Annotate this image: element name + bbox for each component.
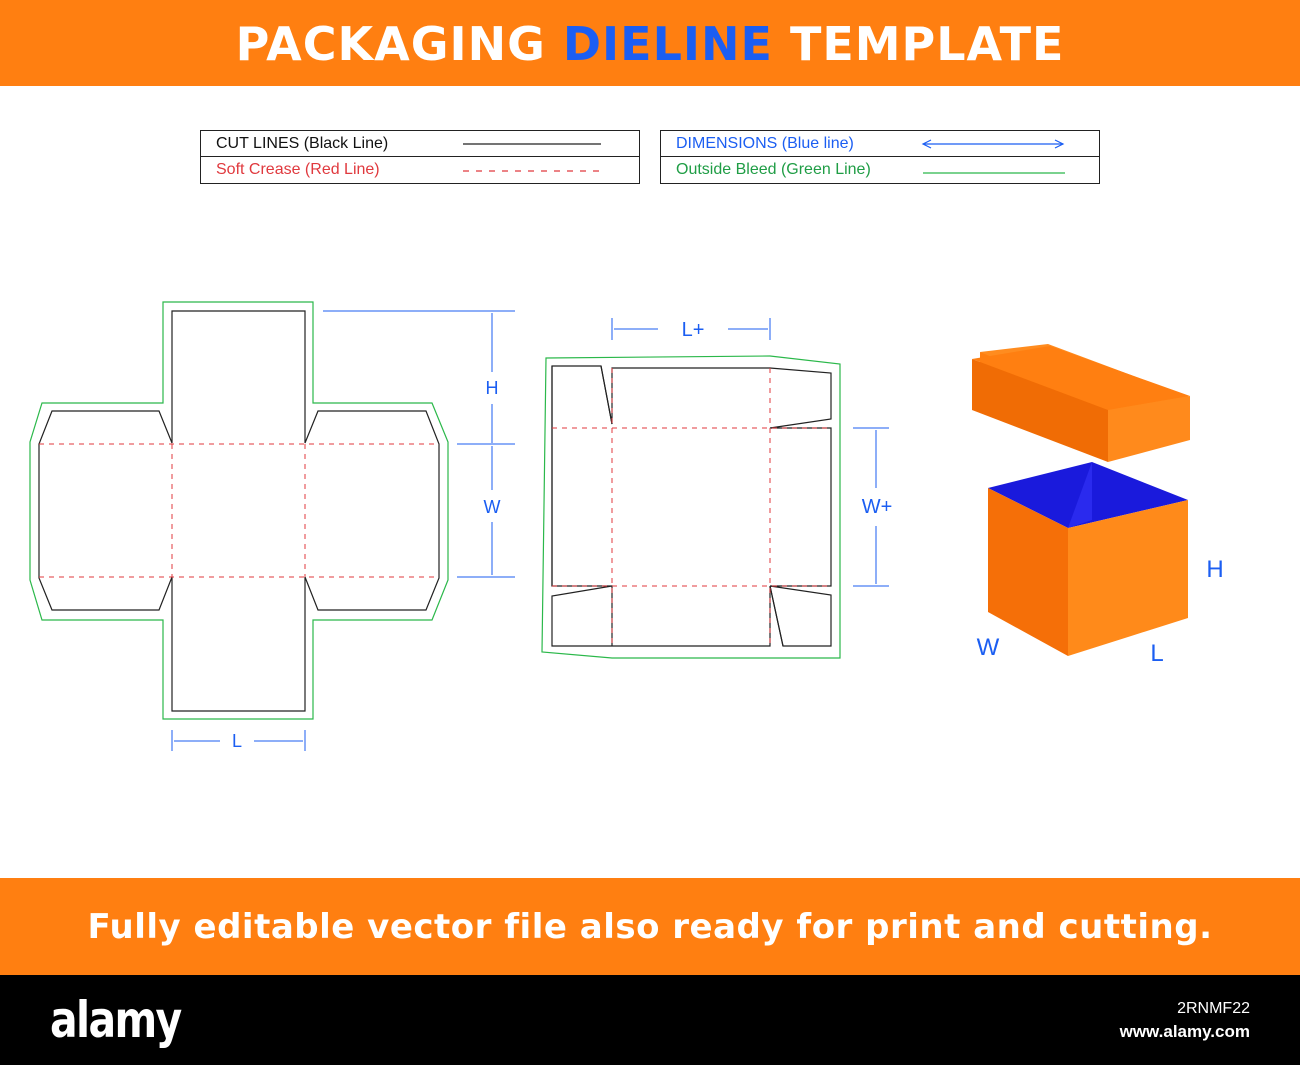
tagline: Fully editable vector file also ready fo…: [87, 907, 1213, 947]
cross-bleed-outline: [29, 301, 449, 720]
cross-dimension-lines: [171, 310, 515, 751]
page-title: PACKAGING DIELINE TEMPLATE: [0, 14, 1300, 74]
dieline-tray: [541, 318, 889, 659]
image-id: 2RNMF22: [1177, 1000, 1250, 1017]
dieline-drawing: H W L L+ W+ H W L: [29, 301, 1224, 751]
bottom-banner: Fully editable vector file also ready fo…: [0, 878, 1300, 975]
cross-cut-outline: [38, 310, 440, 712]
legend-box-right: DIMENSIONS (Blue line) Outside Bleed (Gr…: [660, 130, 1100, 184]
tray-crease-lines: [552, 368, 831, 646]
dieline2-w-label: W+: [862, 496, 893, 518]
legend-row-crease: Soft Crease (Red Line): [201, 157, 639, 183]
legend-crease-label: Soft Crease (Red Line): [216, 161, 380, 178]
legend-row-dimensions: DIMENSIONS (Blue line): [661, 131, 1099, 157]
dieline1-w-label: W: [484, 497, 501, 517]
dieline2-l-label: L+: [682, 319, 705, 341]
tray-cut-flap-2: [769, 585, 784, 647]
dieline-cross: [29, 301, 515, 751]
legend-crease-sample: [463, 170, 601, 172]
title-accent: DIELINE: [562, 17, 773, 71]
brand-logo: alamy: [50, 991, 182, 1049]
legend-box-left: CUT LINES (Black Line) Soft Crease (Red …: [200, 130, 640, 184]
legend-row-bleed: Outside Bleed (Green Line): [661, 157, 1099, 183]
dieline1-h-label: H: [486, 378, 499, 398]
dimension-labels: H W L L+ W+ H W L: [232, 319, 1224, 751]
box-lid: [972, 344, 1190, 462]
box-3d: [972, 344, 1190, 656]
dieline1-l-label: L: [232, 731, 242, 751]
legend-cut-sample: [463, 143, 601, 145]
header-banner: PACKAGING DIELINE TEMPLATE: [0, 0, 1300, 86]
footer-bar: alamy 2RNMF22 www.alamy.com: [0, 975, 1300, 1065]
cross-crease-lines: [39, 443, 439, 578]
legend-bleed-sample: [923, 172, 1065, 174]
legend-bleed-label: Outside Bleed (Green Line): [676, 161, 871, 178]
legend-dimensions-sample: [921, 139, 1065, 149]
box-w-label: W: [977, 634, 1000, 661]
legend-row-cut: CUT LINES (Black Line): [201, 131, 639, 157]
tray-dimension-lines: [611, 318, 889, 587]
title-part-2: TEMPLATE: [772, 17, 1065, 71]
tray-bleed-outline: [541, 355, 841, 659]
title-part-1: PACKAGING: [235, 17, 563, 71]
box-h-label: H: [1206, 556, 1223, 583]
box-l-label: L: [1150, 640, 1163, 667]
box-base: [988, 462, 1188, 656]
site-url: www.alamy.com: [1119, 1022, 1250, 1041]
tray-cut-outline: [551, 365, 832, 647]
legend-cut-label: CUT LINES (Black Line): [216, 135, 389, 152]
tray-cut-flap: [600, 365, 613, 425]
legend-dimensions-label: DIMENSIONS (Blue line): [676, 135, 854, 152]
